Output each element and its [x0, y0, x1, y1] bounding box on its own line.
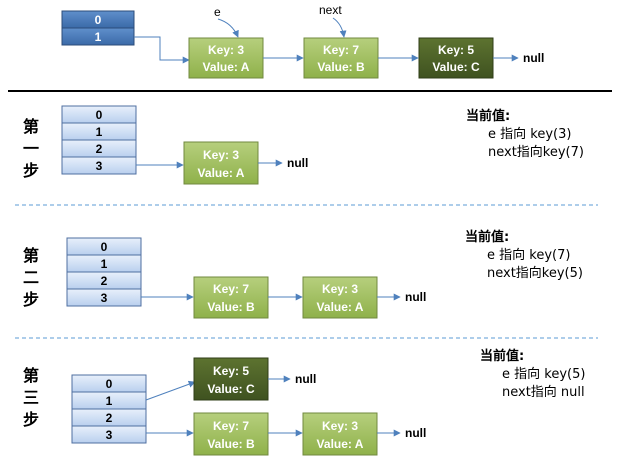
top-array-label-1: 1	[95, 30, 102, 44]
step2-null-label: null	[405, 290, 426, 304]
top-arrow-bucket-to-node	[134, 36, 190, 64]
svg-text:Key: 3: Key: 3	[203, 148, 239, 162]
svg-text:Value: A: Value: A	[317, 300, 364, 314]
step3-node-key5: Key: 5 Value: C	[193, 357, 269, 401]
svg-text:2: 2	[106, 411, 113, 425]
svg-text:Key: 3: Key: 3	[208, 43, 244, 57]
svg-text:Value: A: Value: A	[203, 60, 250, 74]
pointer-e-label: e	[214, 5, 221, 19]
step1-node-key3: Key: 3 Value: A	[183, 141, 259, 185]
svg-text:0: 0	[101, 240, 108, 254]
top-array-label-0: 0	[95, 13, 102, 27]
step2-node-key7: Key: 7 Value: B	[193, 276, 269, 319]
svg-text:0: 0	[96, 108, 103, 122]
svg-text:0: 0	[106, 377, 113, 391]
svg-text:Key: 5: Key: 5	[438, 43, 474, 57]
step3-node-key7: Key: 7 Value: B	[193, 412, 269, 456]
step1-null-label: null	[287, 156, 308, 170]
step3-label: 第三步	[22, 366, 39, 429]
svg-text:Value: A: Value: A	[198, 166, 245, 180]
step3-node-key3: Key: 3 Value: A	[302, 412, 378, 456]
svg-text:Value: B: Value: B	[317, 60, 365, 74]
pointer-e-arrow	[217, 18, 239, 38]
svg-text:Key: 7: Key: 7	[213, 419, 249, 433]
svg-text:2: 2	[96, 142, 103, 156]
svg-text:Key: 3: Key: 3	[322, 419, 358, 433]
svg-text:Value: B: Value: B	[207, 437, 255, 451]
svg-text:Key: 7: Key: 7	[213, 282, 249, 296]
svg-text:Value: B: Value: B	[207, 300, 255, 314]
step3-array: 0 1 2 3	[71, 374, 147, 444]
svg-text:3: 3	[101, 291, 108, 305]
step2-node-key3: Key: 3 Value: A	[302, 276, 378, 319]
step1-array: 0 1 2 3	[61, 105, 137, 175]
top-node-key3: Key: 3 Value: A	[188, 37, 264, 79]
svg-text:2: 2	[101, 274, 108, 288]
step2-array: 0 1 2 3	[66, 237, 142, 307]
step3-note: 当前值: e 指向 key(5) next指向 null	[480, 349, 586, 400]
step3-null-label-2: null	[405, 426, 426, 440]
top-node-key5: Key: 5 Value: C	[418, 37, 494, 79]
svg-text:1: 1	[96, 125, 103, 139]
svg-text:Key: 3: Key: 3	[322, 282, 358, 296]
top-node-key7: Key: 7 Value: B	[303, 37, 379, 79]
svg-text:3: 3	[106, 428, 113, 442]
svg-text:Key: 5: Key: 5	[213, 364, 249, 378]
step3-null-label-1: null	[295, 372, 316, 386]
step2-note: 当前值: e 指向 key(7) next指向key(5)	[465, 230, 583, 281]
pointer-next-label: next	[319, 3, 342, 17]
step2-label: 第二步	[22, 246, 39, 309]
svg-text:1: 1	[101, 257, 108, 271]
top-array: 0 1	[61, 10, 135, 46]
svg-text:Value: C: Value: C	[432, 60, 480, 74]
svg-text:Key: 7: Key: 7	[323, 43, 359, 57]
svg-text:Value: A: Value: A	[317, 437, 364, 451]
step1-label: 第一步	[22, 117, 39, 180]
svg-text:1: 1	[106, 394, 113, 408]
pointer-next-arrow	[332, 17, 347, 38]
svg-text:3: 3	[96, 159, 103, 173]
svg-text:Value: C: Value: C	[207, 382, 255, 396]
top-null-label: null	[523, 51, 544, 65]
step1-note: 当前值: e 指向 key(3) next指向key(7)	[466, 109, 584, 160]
step3-arrow-bucket1	[145, 380, 196, 401]
